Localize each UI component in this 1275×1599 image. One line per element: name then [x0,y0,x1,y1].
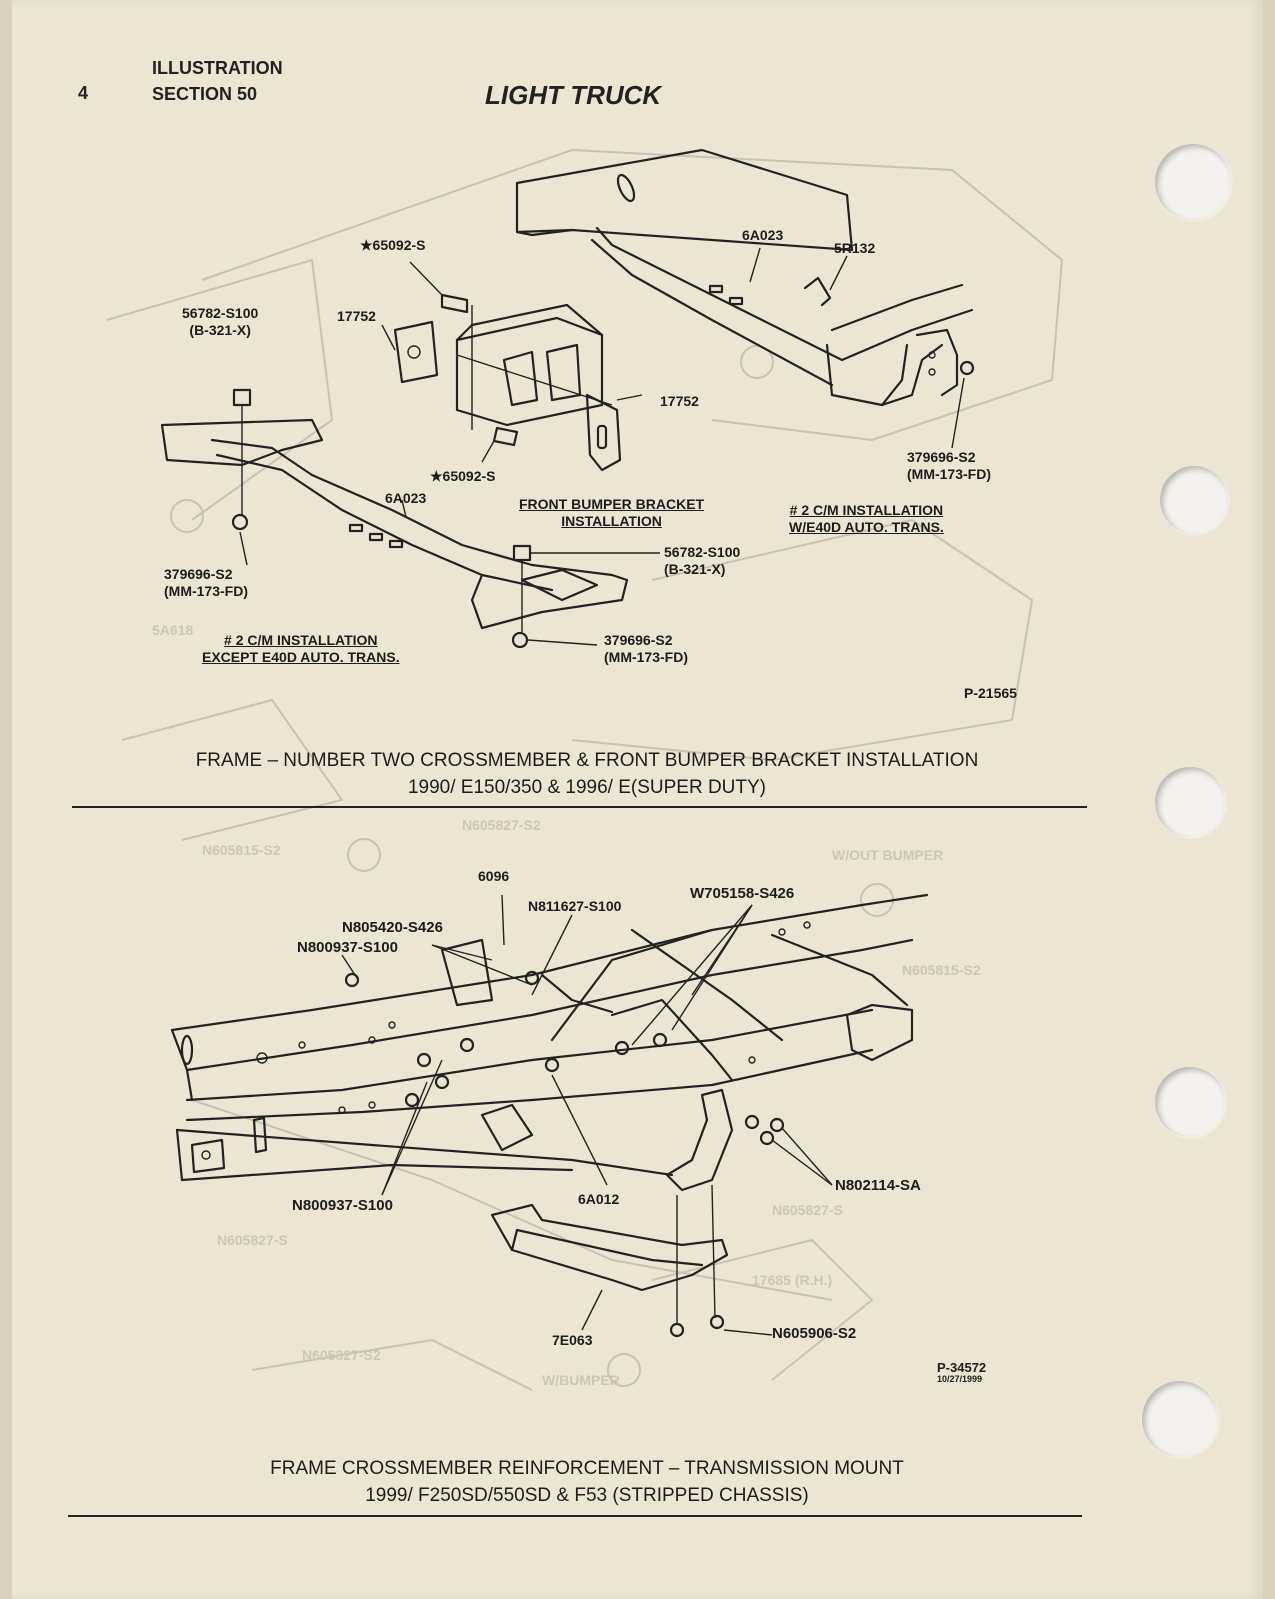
label-17752-right: 17752 [660,393,699,409]
illustration-label: ILLUSTRATION [152,58,283,78]
page-number: 4 [78,83,89,103]
label-379696-s2-left: 379696-S2 (MM-173-FD) [164,566,248,599]
svg-text:N605815-S2: N605815-S2 [202,842,281,858]
svg-text:5A618: 5A618 [152,622,193,638]
fig2-leader-lines [341,894,833,1196]
label-n805420-s426: N805420-S426 [342,919,443,936]
label-front-bumper-install: FRONT BUMPER BRACKET INSTALLATION [519,496,705,529]
fig1-upper-crossmember [515,148,975,449]
fig1-lower-crossmember [160,388,660,649]
svg-text:17685 (R.H.): 17685 (R.H.) [752,1272,832,1288]
label-5r132: 5R132 [834,240,876,256]
plate-number-p34572: P-34572 [937,1360,987,1375]
label-6a023-top: 6A023 [742,227,784,243]
manual-page: 4 ILLUSTRATION SECTION 50 LIGHT TRUCK N6… [12,0,1263,1599]
label-17752-left: 17752 [337,308,376,324]
binder-hole [1142,1381,1218,1457]
label-n605906-s2: N605906-S2 [772,1325,857,1342]
fig1-bumper-bracket [381,261,643,472]
svg-text:N605827-S2: N605827-S2 [302,1347,381,1363]
plate-number-p21565: P-21565 [964,685,1017,701]
figure1-caption-line1: FRAME – NUMBER TWO CROSSMEMBER & FRONT B… [195,750,979,771]
label-65092-s-top: ★65092-S [360,237,426,253]
label-6096: 6096 [478,868,510,884]
binder-hole [1160,466,1228,534]
binder-hole [1155,144,1231,220]
label-cm2-e40d: # 2 C/M INSTALLATION W/E40D AUTO. TRANS. [789,502,944,535]
label-6a012: 6A012 [578,1191,620,1207]
svg-text:W/OUT BUMPER: W/OUT BUMPER [832,847,943,863]
label-n800937-s100-top: N800937-S100 [297,939,398,956]
label-379696-s2-bottom: 379696-S2 (MM-173-FD) [604,632,688,665]
plate-date: 10/27/1999 [937,1374,983,1384]
section-label: SECTION 50 [152,84,258,104]
svg-text:N605827-S: N605827-S [217,1232,288,1248]
label-cm2-except-e40d: # 2 C/M INSTALLATION EXCEPT E40D AUTO. T… [202,632,400,665]
label-n802114-sa: N802114-SA [835,1177,921,1194]
binder-hole [1155,1067,1225,1137]
svg-text:N605827-S2: N605827-S2 [462,817,541,833]
label-65092-s-bottom: ★65092-S [430,468,496,484]
label-w705158-s426: W705158-S426 [690,885,795,902]
figure2-caption-line2: 1999/ F250SD/550SD & F53 (STRIPPED CHASS… [365,1485,809,1506]
label-379696-s2-right: 379696-S2 (MM-173-FD) [907,449,991,482]
bleed-through-art: N605815-S2 W/OUT BUMPER N605827-S2 N6058… [106,148,1064,1391]
label-56782-s100-left: 56782-S100 (B-321-X) [182,305,259,338]
label-7e063: 7E063 [552,1332,593,1348]
svg-text:W/BUMPER: W/BUMPER [542,1372,620,1388]
figure1-rule [72,806,1087,808]
fig2-chassis-frame [170,893,929,1192]
line-art: N605815-S2 W/OUT BUMPER N605827-S2 N6058… [106,148,1064,1391]
svg-text:N605827-S: N605827-S [772,1202,843,1218]
svg-text:N605815-S2: N605815-S2 [902,962,981,978]
label-56782-s100-right: 56782-S100 (B-321-X) [664,544,741,577]
figure2-rule [68,1515,1082,1517]
label-n800937-s100-bottom: N800937-S100 [292,1197,393,1214]
fig2-transmission-mount [490,1184,773,1338]
label-n811627-s100: N811627-S100 [528,898,622,914]
page-title: LIGHT TRUCK [485,80,662,110]
label-6a023-bottom: 6A023 [385,490,427,506]
binder-hole [1155,767,1225,837]
figure2-caption-line1: FRAME CROSSMEMBER REINFORCEMENT – TRANSM… [270,1458,904,1479]
figure1-caption-line2: 1990/ E150/350 & 1996/ E(SUPER DUTY) [407,777,767,798]
